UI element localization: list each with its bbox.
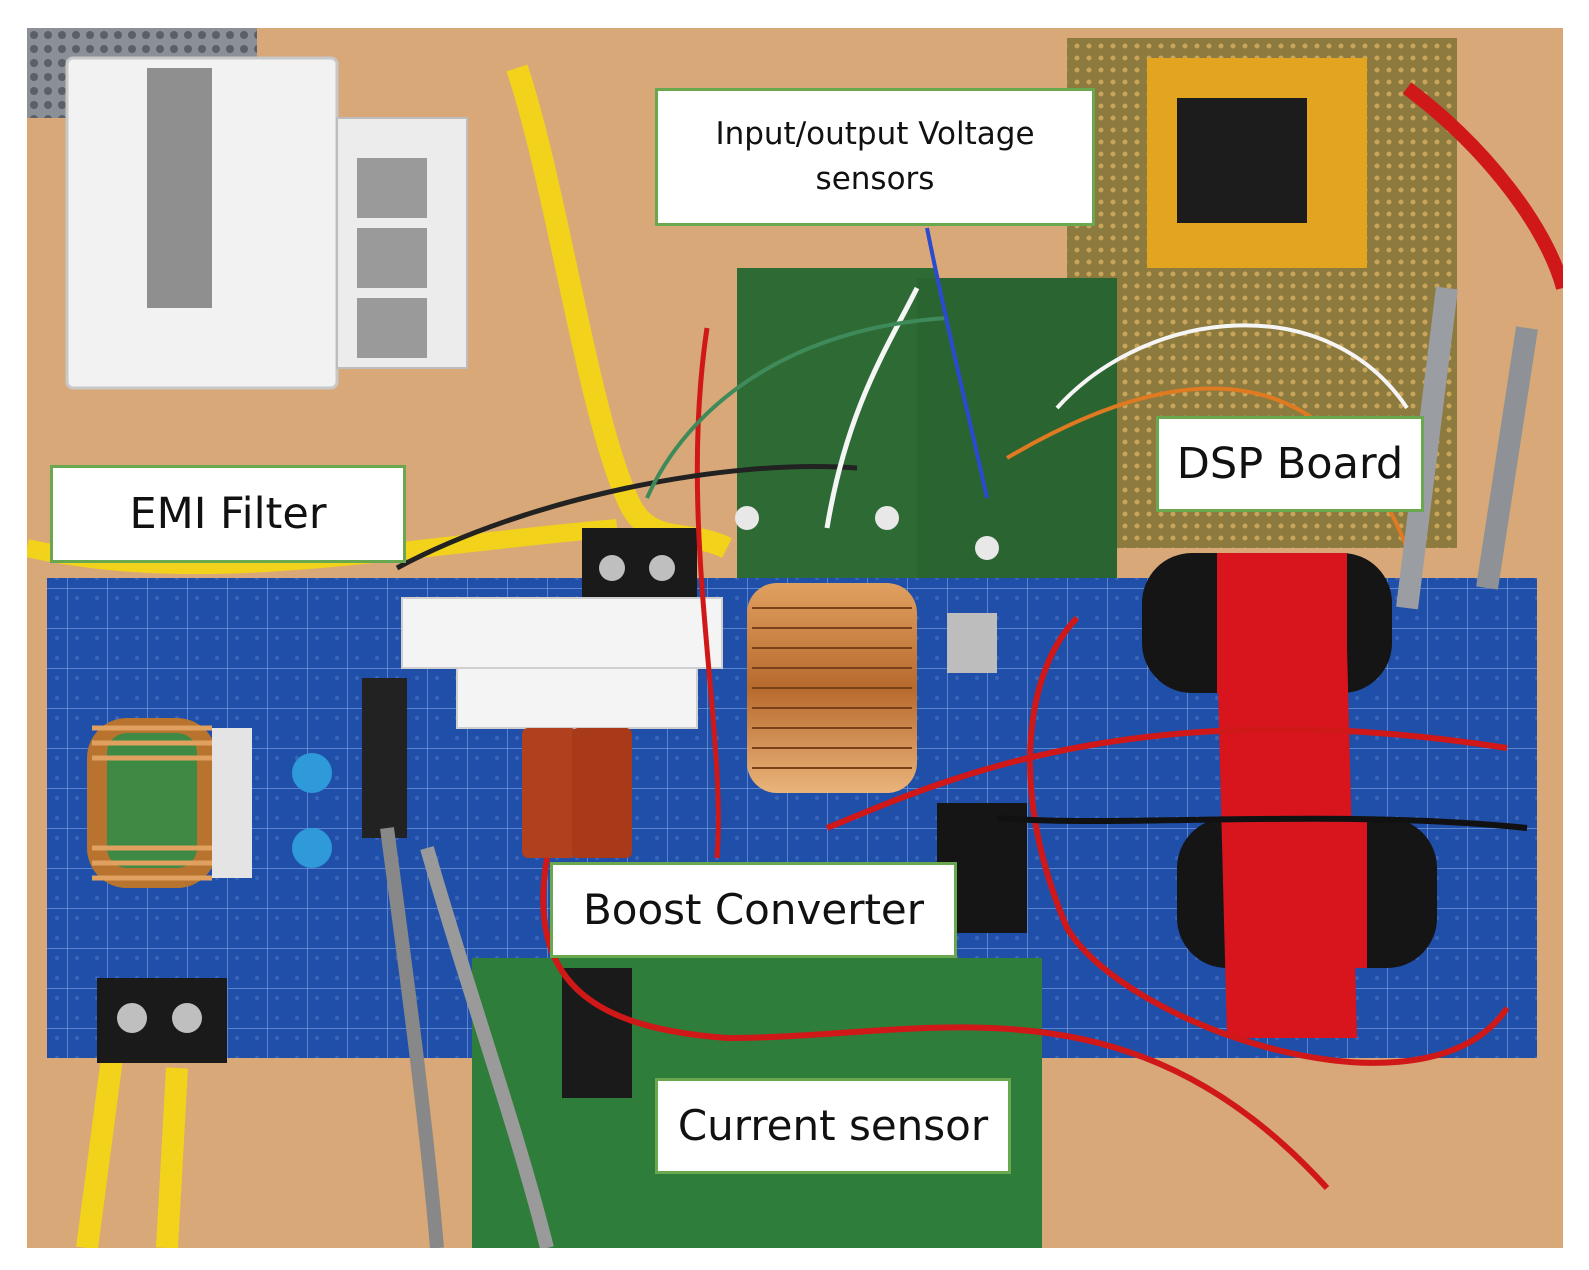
white-wire bbox=[1055, 323, 1409, 410]
grey-probe bbox=[1396, 286, 1458, 610]
hardware-photo bbox=[27, 28, 1563, 1248]
circuit-breaker bbox=[65, 56, 468, 390]
label-boost-converter-text: Boost Converter bbox=[582, 884, 925, 934]
label-boost-converter: Boost Converter bbox=[550, 862, 957, 958]
grey-probe bbox=[1476, 326, 1538, 590]
black-wire bbox=[395, 463, 858, 571]
power-resistor bbox=[401, 597, 723, 669]
terminal-block bbox=[97, 978, 227, 1063]
capacitor-tape bbox=[1217, 648, 1357, 1038]
red-wire bbox=[694, 327, 721, 859]
label-voltage-sensors: Input/output Voltage sensors bbox=[655, 88, 1095, 226]
red-probe bbox=[1402, 82, 1563, 290]
terminal-screw bbox=[117, 1003, 147, 1033]
label-voltage-sensors-text: Input/output Voltage sensors bbox=[715, 116, 1035, 197]
standoff bbox=[735, 506, 759, 530]
label-dsp-board: DSP Board bbox=[1156, 416, 1424, 512]
dsp-chip bbox=[1177, 98, 1307, 223]
emi-filter-inductor bbox=[87, 718, 252, 888]
film-capacitor bbox=[572, 728, 632, 858]
label-current-sensor-text: Current sensor bbox=[677, 1100, 989, 1150]
label-emi-filter: EMI Filter bbox=[50, 465, 406, 563]
black-wire bbox=[996, 815, 1528, 831]
terminal-screw bbox=[172, 1003, 202, 1033]
boost-inductor bbox=[747, 583, 917, 793]
label-current-sensor: Current sensor bbox=[655, 1078, 1011, 1174]
terminal-screw bbox=[599, 555, 625, 581]
standoff bbox=[875, 506, 899, 530]
terminal-screw bbox=[649, 555, 675, 581]
grey-probe bbox=[380, 827, 444, 1248]
label-dsp-board-text: DSP Board bbox=[1176, 438, 1404, 489]
blue-wire bbox=[925, 227, 989, 499]
green-wire bbox=[645, 316, 948, 499]
film-capacitor bbox=[522, 728, 577, 858]
white-wire bbox=[824, 286, 920, 529]
standoff bbox=[975, 536, 999, 560]
grey-probe bbox=[420, 846, 554, 1248]
label-emi-filter-text: EMI Filter bbox=[129, 488, 327, 539]
power-resistor bbox=[456, 667, 698, 729]
yellow-cable bbox=[76, 1056, 188, 1248]
red-wire bbox=[540, 857, 1330, 1191]
y-capacitor bbox=[292, 753, 332, 793]
y-capacitor bbox=[292, 828, 332, 868]
diode-package bbox=[947, 613, 997, 673]
red-wire bbox=[825, 726, 1508, 831]
voltage-sensor-board bbox=[737, 268, 937, 578]
mosfet bbox=[362, 678, 407, 838]
red-wire bbox=[1027, 615, 1510, 1066]
